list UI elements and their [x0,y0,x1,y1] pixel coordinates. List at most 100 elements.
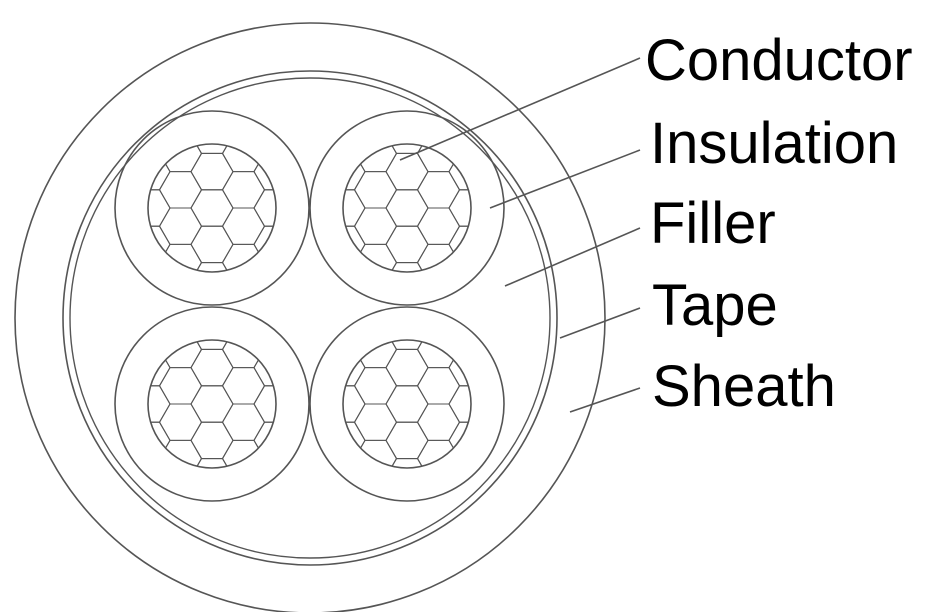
strand-hex [353,144,398,173]
strand-hex [323,81,365,117]
strand-hex [254,81,296,117]
strand-hex [97,477,139,513]
strand-hex [97,295,139,331]
strand-hex [292,549,334,585]
strand-hex [158,171,203,209]
strand-hex [385,421,429,460]
strand-hex [448,385,471,423]
strand-hex [260,190,302,226]
strand-hex [353,340,398,369]
strand-hex [128,495,170,531]
sheath-outer-ring [14,22,606,612]
strand-hex [128,335,170,371]
strand-hex [385,144,429,154]
strand-hex [355,63,397,99]
strand-hex [158,144,203,173]
strand-hex [190,189,234,227]
strand-hex [512,190,554,226]
strand-hex [260,386,302,422]
strand-hex [449,44,491,80]
strand-hex [317,386,359,422]
strand-hex [353,367,398,405]
strand-hex [286,513,328,549]
strand-hex [221,207,266,245]
strand-hex [65,240,107,276]
strand-hex [160,549,202,585]
strand-hex [260,459,302,495]
core-top-right [260,44,554,371]
strand-hex [317,459,359,495]
leader-line-insulation [489,149,641,209]
strand-hex [449,531,491,567]
strand-hex [160,63,202,99]
label-insulation: Insulation [650,111,898,176]
strand-hex [481,513,523,549]
label-conductor: Conductor [645,28,913,93]
strand-hex [286,295,328,331]
strand-hex [260,263,302,299]
strand-hex [65,190,107,226]
strand-hex [260,277,302,313]
strand-hex [353,207,398,245]
strand-hex [221,403,266,441]
strand-hex [221,144,266,173]
strand-hex [190,340,234,350]
strand-hex [323,335,365,371]
strand-hex [512,313,554,349]
strand-hex [481,477,523,513]
strand-hex [190,348,234,387]
strand-hex [286,549,328,585]
strand-hex [416,243,461,272]
strand-hex [385,152,429,191]
insulation-ring-bottom-left [114,306,310,502]
strand-hex [65,531,107,567]
strand-hex [286,281,328,317]
conductor-outline-bottom-right [342,339,472,469]
strand-hex [317,495,359,531]
strand-hex [416,367,461,405]
strand-hex [190,262,234,272]
conductor-outline-bottom-left [147,339,277,469]
conductor-strands-top-left [65,44,359,371]
strand-hex [286,63,328,99]
strand-hex [385,340,429,350]
strand-hex [148,348,171,387]
strand-hex [323,240,365,276]
strand-hex [317,263,359,299]
strand-hex [512,117,554,153]
strand-hex [148,421,171,460]
strand-hex [65,44,107,80]
strand-hex [190,385,234,423]
label-sheath: Sheath [652,354,836,419]
strand-hex [223,549,265,585]
label-tape: Tape [652,273,778,338]
strand-hex [221,439,266,468]
strand-hex [449,81,491,117]
strand-hex [385,348,429,387]
strand-hex [221,243,266,272]
strand-hex [292,281,334,317]
strand-hex [416,439,461,468]
strand-hex [65,422,107,458]
strand-hex [260,81,302,117]
strand-hex [353,403,398,441]
insulation-ring-top-right [309,110,505,306]
strand-hex [65,299,107,335]
core-bottom-right [260,240,554,585]
strand-hex [221,171,266,209]
strand-hex [253,421,276,460]
strand-hex [418,549,460,585]
strand-hex [292,63,334,99]
strand-hex [65,81,107,117]
strand-hex [448,225,471,264]
strand-hex [254,240,296,276]
strand-hex [448,421,471,460]
strand-hex [97,549,139,585]
strand-hex [292,295,334,331]
conductor-outline-top-right [342,143,472,273]
strand-hex [512,422,554,458]
strand-hex [148,152,171,191]
strand-hex [317,531,359,567]
strand-hex [385,262,429,272]
